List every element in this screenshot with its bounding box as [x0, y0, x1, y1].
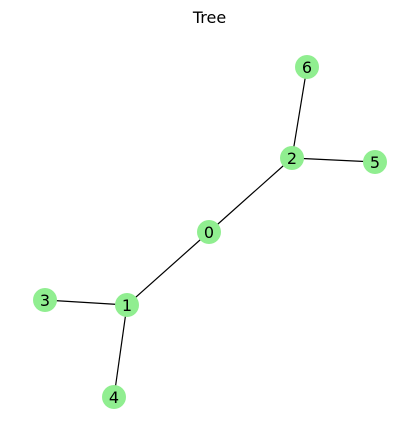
node-circle-3: [33, 288, 57, 312]
edge-0-2: [208, 157, 293, 233]
node-3: 3: [33, 288, 57, 312]
node-label-2: 2: [287, 149, 297, 168]
edge-2-5: [291, 157, 376, 163]
edge-1-3: [44, 299, 128, 306]
node-circle-6: [295, 55, 319, 79]
node-circle-1: [115, 293, 139, 317]
diagram-title: Tree: [192, 8, 226, 27]
node-0: 0: [197, 220, 221, 244]
node-4: 4: [102, 385, 126, 409]
node-6: 6: [295, 55, 319, 79]
node-1: 1: [115, 293, 139, 317]
node-label-3: 3: [40, 291, 50, 310]
node-label-0: 0: [204, 223, 214, 242]
nodes-layer: 0 1 2 3 4 5 6: [33, 55, 387, 409]
node-5: 5: [363, 150, 387, 174]
node-label-6: 6: [302, 58, 312, 77]
node-label-1: 1: [122, 296, 132, 315]
node-label-5: 5: [370, 153, 380, 172]
node-circle-2: [280, 146, 304, 170]
edge-2-6: [291, 66, 308, 159]
node-circle-5: [363, 150, 387, 174]
edge-1-4: [113, 304, 128, 398]
edge-0-1: [126, 231, 210, 306]
node-circle-0: [197, 220, 221, 244]
node-label-4: 4: [109, 388, 119, 407]
edges-layer: [44, 66, 376, 398]
node-2: 2: [280, 146, 304, 170]
node-circle-4: [102, 385, 126, 409]
